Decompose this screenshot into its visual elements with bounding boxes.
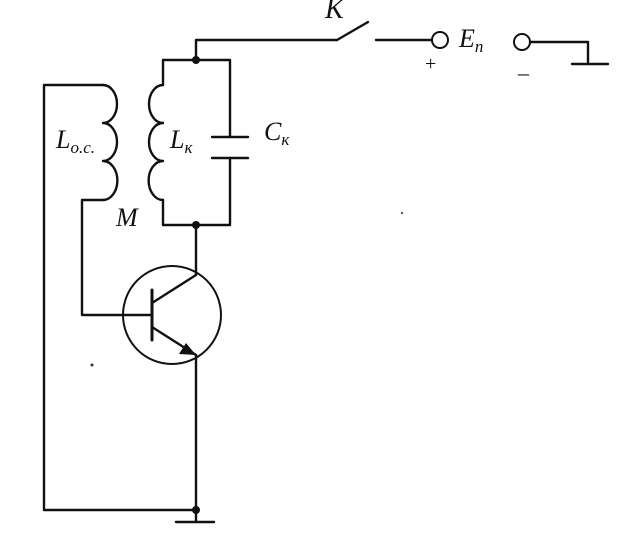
minus-label: – bbox=[517, 60, 530, 85]
tank-coil-letter: L bbox=[169, 125, 184, 154]
switch-blade bbox=[335, 20, 370, 42]
transistor-collector bbox=[150, 273, 198, 305]
wire-negative-to-ground bbox=[528, 40, 590, 64]
supply-letter: E bbox=[458, 24, 475, 53]
wire-feedback-to-base bbox=[80, 198, 152, 317]
supply-subscript: п bbox=[475, 37, 484, 56]
plus-label: + bbox=[425, 53, 436, 75]
switch-label: K bbox=[324, 0, 345, 25]
transistor-body bbox=[122, 265, 222, 365]
feedback-coil-letter: L bbox=[55, 125, 70, 154]
negative-terminal bbox=[513, 33, 531, 51]
feedback-coil-subscript: о.с. bbox=[70, 138, 95, 157]
junction-dot-top bbox=[192, 56, 200, 64]
wire-feedback-to-ground bbox=[42, 83, 198, 512]
positive-terminal bbox=[431, 31, 449, 49]
junction-dot-collector bbox=[192, 221, 200, 229]
tank-capacitor-letter: C bbox=[264, 117, 282, 146]
tank-capacitor-subscript: к bbox=[281, 130, 290, 149]
mutual-inductance-label: M bbox=[115, 203, 139, 232]
tank-capacitor-label: Cк bbox=[264, 117, 290, 149]
emitter-arrow bbox=[179, 343, 196, 355]
tank-frame bbox=[161, 58, 232, 227]
feedback-coil bbox=[101, 83, 119, 202]
scan-speck bbox=[400, 211, 404, 215]
junction-dot-ground bbox=[192, 506, 200, 514]
tank-coil-subscript: к bbox=[184, 138, 193, 157]
supply-label: Eп bbox=[458, 24, 483, 56]
scan-speck bbox=[90, 363, 94, 367]
wire-top-left bbox=[194, 38, 339, 62]
feedback-coil-label: Lо.с. bbox=[55, 125, 95, 157]
tank-coil-label: Lк bbox=[169, 125, 193, 157]
tank-coil bbox=[147, 83, 165, 202]
